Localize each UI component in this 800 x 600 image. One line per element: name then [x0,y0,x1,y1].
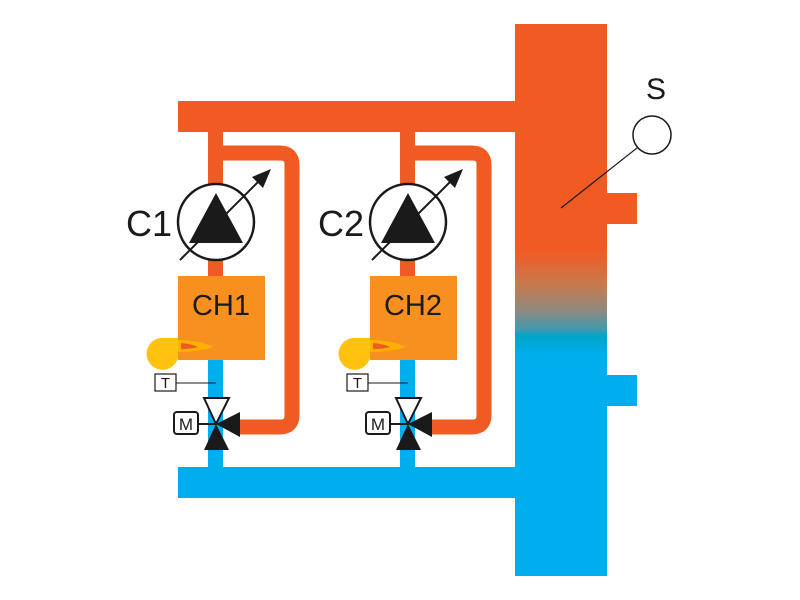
sensor-circle-icon [632,115,672,155]
pump-icon [368,169,463,262]
three-way-valve-icon: M [365,397,432,450]
separator-body [515,24,607,576]
pump-label: C2 [318,203,364,244]
burner-icon [338,338,406,370]
separator-sensor: S [560,73,672,209]
temp-sensor-label: T [161,375,170,392]
separator-hot-outlet [606,193,637,224]
hot-supply-header [178,101,516,132]
valve-actuator-label: M [371,415,385,434]
temperature-sensor: T [154,373,216,392]
valve-actuator [365,411,391,435]
bypass-loop-pipe [223,145,300,435]
circuit-1: C1 CH1 T M [126,130,300,469]
hydraulic-separator [515,24,637,576]
burner-icon [146,338,214,370]
temp-sensor-label: T [353,375,362,392]
three-way-valve-icon: M [173,397,240,450]
pump-icon [176,169,271,262]
circuit-2: C2 CH2 T M [318,130,492,469]
bypass-loop-pipe [415,145,492,435]
cold-return-header [178,467,516,498]
boiler-label: CH1 [192,290,250,322]
flame-icon [178,340,214,352]
valve-actuator-label: M [179,415,193,434]
separator-sensor-label: S [646,73,666,106]
flame-icon [370,340,406,352]
valve-actuator [173,411,199,435]
separator-cold-outlet [606,375,637,406]
pump-label: C1 [126,203,172,244]
boiler-label: CH2 [384,290,442,322]
temperature-sensor: T [346,373,408,392]
